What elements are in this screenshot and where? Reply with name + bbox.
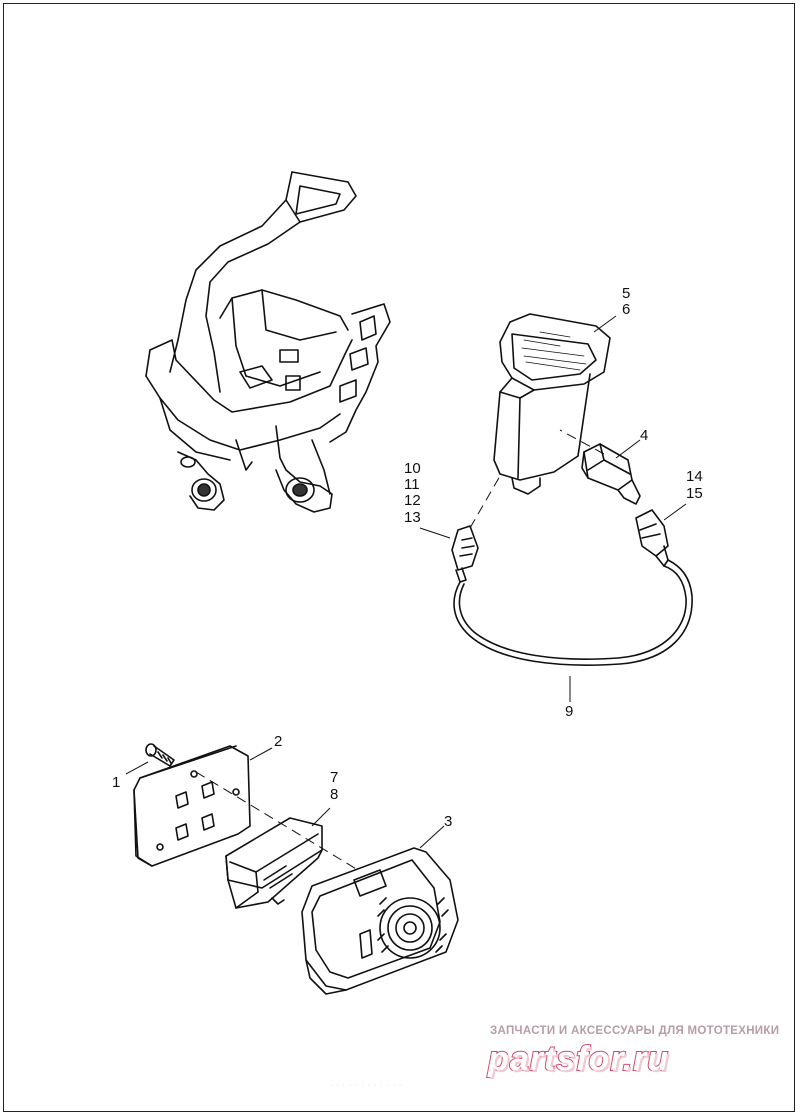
callout-13: 13 [404, 509, 421, 526]
footer-faint-marks: · · · · · · · · · · · · [330, 1082, 403, 1089]
callout-5: 5 [622, 285, 631, 302]
mounting-plate [133, 745, 251, 867]
callout-8: 8 [330, 786, 339, 803]
mounting-bracket [145, 171, 391, 513]
callout-11: 11 [404, 476, 420, 493]
page-frame [3, 3, 795, 1112]
callout-10: 10 [404, 460, 421, 477]
wiring-harness [451, 509, 693, 666]
electronic-module [493, 313, 611, 495]
callout-12: 12 [404, 492, 421, 509]
callout-1: 1 [112, 774, 121, 791]
callout-2: 2 [274, 733, 283, 750]
alignment-lines [195, 429, 605, 871]
callout-6: 6 [622, 301, 631, 318]
relay-module [225, 817, 323, 909]
callout-15: 15 [686, 485, 703, 502]
callout-3: 3 [444, 813, 453, 830]
callout-4: 4 [640, 427, 649, 444]
watermark-tagline: ЗАПЧАСТИ И АКСЕССУАРЫ ДЛЯ МОТОТЕХНИКИ [490, 1025, 780, 1037]
siren-housing [301, 847, 459, 995]
screw [145, 743, 175, 767]
callout-7: 7 [330, 769, 339, 786]
callout-14: 14 [686, 468, 703, 485]
leader-lines [125, 315, 687, 849]
callout-9: 9 [565, 703, 574, 720]
connector [581, 443, 641, 505]
watermark-logo[interactable]: partsfor.ru [487, 1039, 670, 1079]
